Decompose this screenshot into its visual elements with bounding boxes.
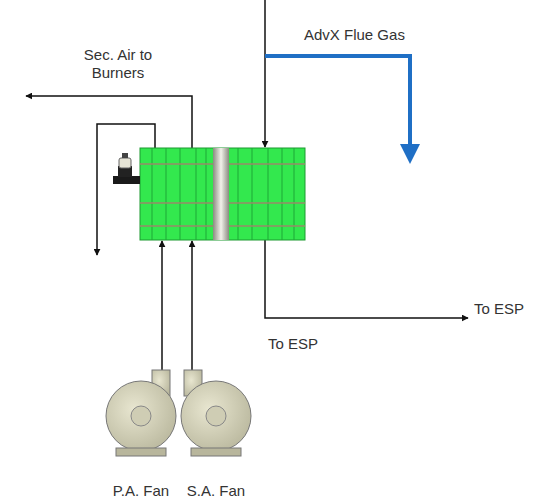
sa-fan-duct bbox=[191, 241, 193, 372]
pa-fan-duct bbox=[161, 241, 163, 372]
pa-fan-symbol bbox=[106, 370, 176, 456]
pa-fan: P.A. Fan bbox=[101, 368, 181, 502]
secondary-air-line bbox=[26, 96, 192, 148]
sa-fan: S.A. Fan bbox=[176, 368, 256, 502]
rotary-air-preheater bbox=[140, 148, 305, 240]
flue-gas-line bbox=[264, 0, 266, 147]
fan-label: P.A. Fan bbox=[101, 482, 181, 500]
sa-fan-symbol bbox=[181, 370, 251, 456]
fan-label: S.A. Fan bbox=[176, 482, 256, 500]
esp-label: To ESP bbox=[474, 300, 536, 318]
flue-gas-label: AdvX Flue Gas bbox=[304, 26, 444, 44]
damper-actuator bbox=[113, 153, 140, 184]
esp-label: To ESP bbox=[268, 335, 338, 353]
burner-air-label: Sec. Air to Burners bbox=[72, 46, 164, 82]
to-esp-line bbox=[265, 240, 468, 318]
advx-flue-gas-line bbox=[265, 56, 410, 160]
